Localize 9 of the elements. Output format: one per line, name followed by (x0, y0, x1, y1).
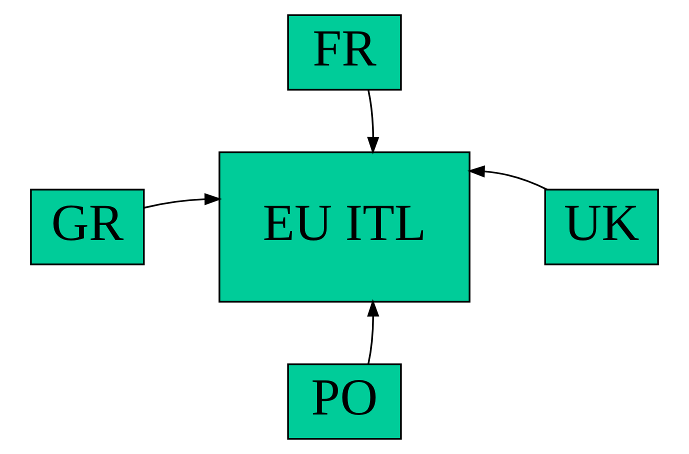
node-box: GR (30, 188, 145, 266)
arrow (367, 299, 380, 364)
node-box: FR (287, 14, 402, 91)
arrow (467, 165, 548, 190)
node-box: EU ITL (218, 151, 470, 303)
arrow (144, 193, 222, 209)
node-box: UK (544, 188, 659, 266)
arrow (367, 90, 380, 154)
node-box: PO (287, 363, 402, 440)
